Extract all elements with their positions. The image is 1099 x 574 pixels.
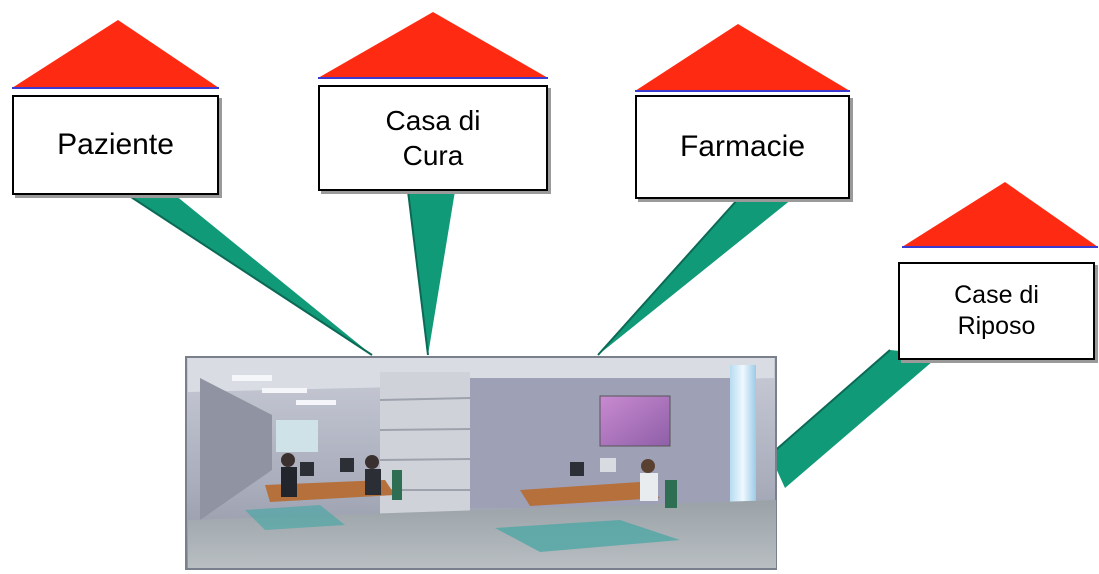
connector-farmacie-edge xyxy=(597,198,739,356)
node-farmacie: Farmacie xyxy=(635,95,850,199)
node-case-di-riposo-label: Case di Riposo xyxy=(954,280,1039,340)
connector-casa-cura-edge xyxy=(407,190,429,356)
control-room-photo xyxy=(185,356,777,570)
node-paziente-label: Paziente xyxy=(57,128,174,162)
connector-case-riposo-edge xyxy=(769,349,891,456)
node-casa-di-cura: Casa di Cura xyxy=(318,85,548,191)
roof-case-riposo xyxy=(902,182,1098,247)
connector-casa-cura xyxy=(408,191,455,355)
node-case-di-riposo: Case di Riposo xyxy=(898,262,1095,360)
node-casa-di-cura-label: Casa di Cura xyxy=(385,105,481,171)
connector-case-riposo xyxy=(770,350,940,488)
node-farmacie-label: Farmacie xyxy=(679,130,806,164)
roof-farmacie xyxy=(635,24,850,91)
connector-farmacie xyxy=(598,199,792,355)
roof-paziente xyxy=(12,20,219,88)
node-paziente: Paziente xyxy=(12,95,219,195)
connector-paziente-edge xyxy=(127,194,373,356)
roof-casa-cura xyxy=(318,12,548,78)
